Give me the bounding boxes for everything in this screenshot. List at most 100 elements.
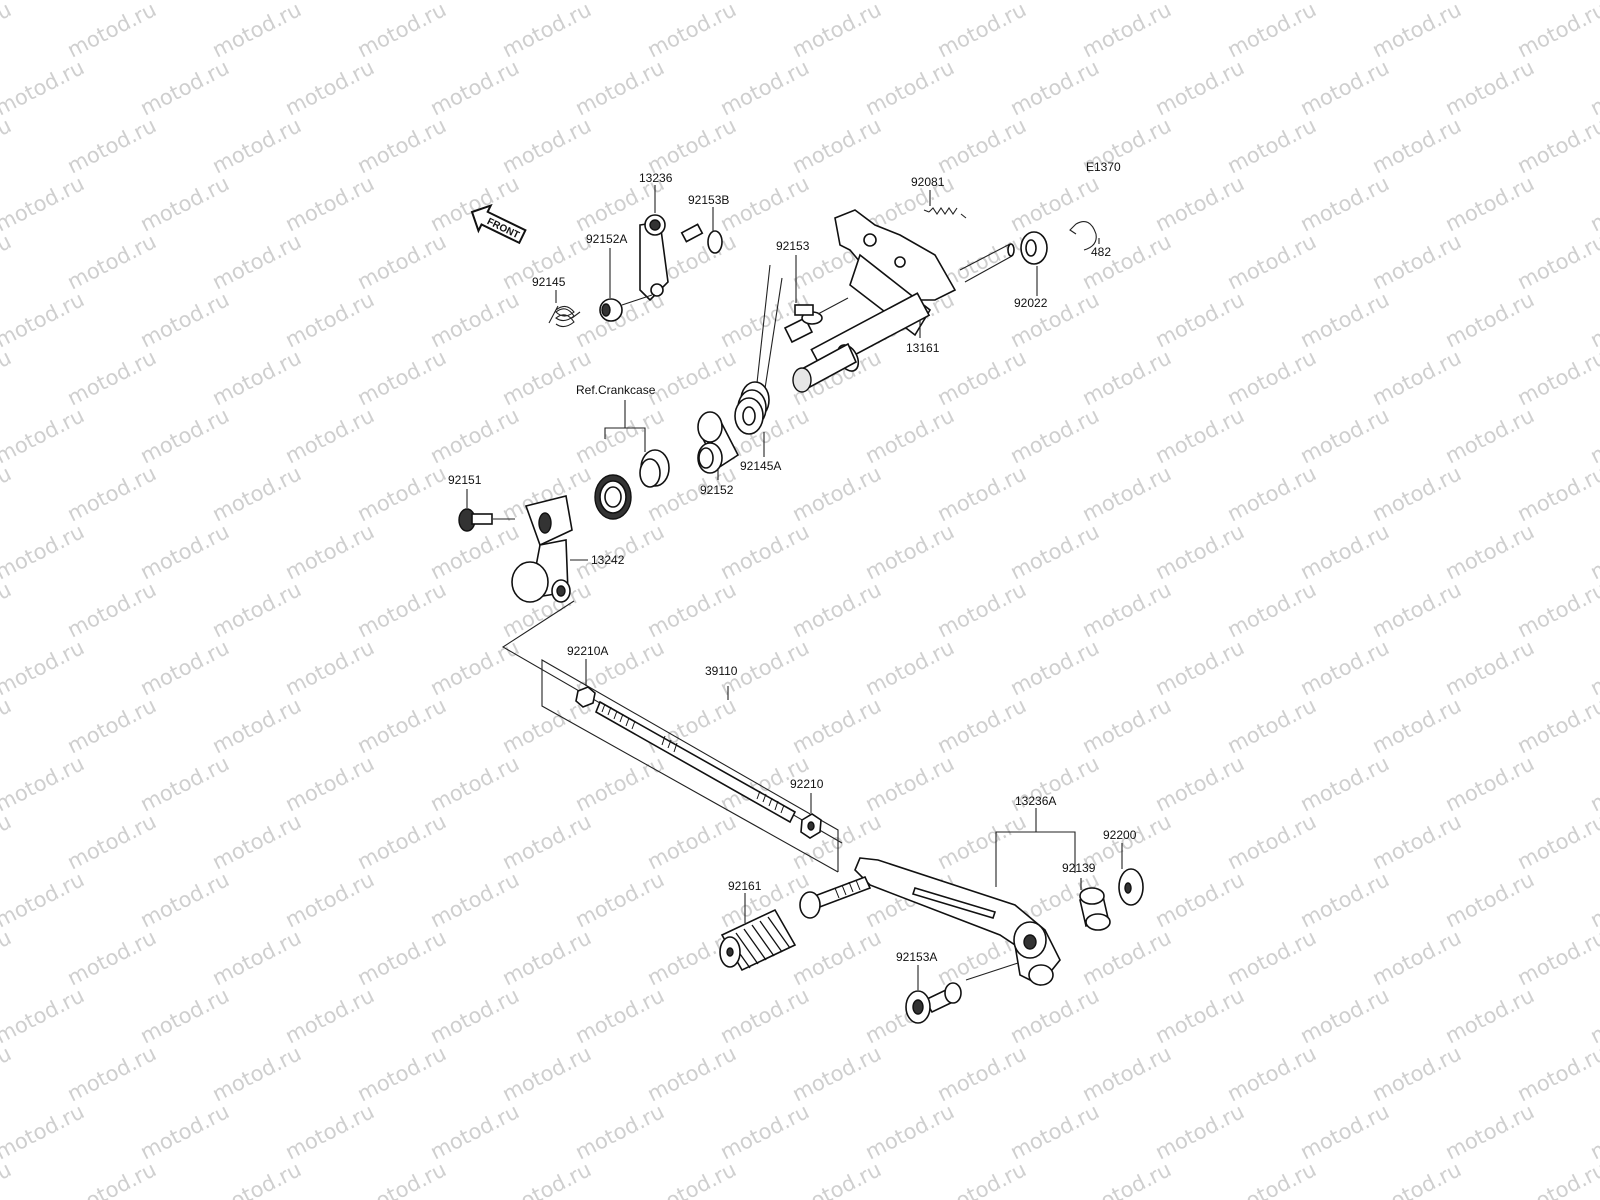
- watermark-text: motod.ru: [1513, 461, 1600, 526]
- watermark-text: motod.ru: [1586, 519, 1600, 584]
- watermark-text: motod.ru: [63, 577, 160, 642]
- watermark-text: motod.ru: [1368, 577, 1465, 642]
- label-92145: 92145: [532, 275, 566, 289]
- watermark-text: motod.ru: [208, 693, 305, 758]
- watermark-text: motod.ru: [0, 0, 15, 62]
- watermark-text: motod.ru: [1368, 925, 1465, 990]
- watermark-text: motod.ru: [0, 519, 88, 584]
- watermark-text: motod.ru: [1223, 693, 1320, 758]
- watermark-text: motod.ru: [933, 1041, 1030, 1106]
- watermark-text: motod.ru: [1296, 171, 1393, 236]
- watermark-text: motod.ru: [571, 1099, 668, 1164]
- watermark-text: motod.ru: [281, 519, 378, 584]
- watermark-text: motod.ru: [1223, 809, 1320, 874]
- watermark-text: motod.ru: [1006, 1099, 1103, 1164]
- bracket-39110: [541, 683, 839, 873]
- part-13161-shift-shaft: [792, 209, 1015, 393]
- part-92139-collar: [1079, 887, 1111, 931]
- watermark-text: motod.ru: [1368, 0, 1465, 62]
- watermark-text: motod.ru: [1513, 113, 1600, 178]
- watermark-text: motod.ru: [1441, 983, 1538, 1048]
- watermark-text: motod.ru: [281, 635, 378, 700]
- label-92152A: 92152A: [586, 232, 627, 246]
- watermark-text: motod.ru: [933, 0, 1030, 62]
- watermark-text: motod.ru: [136, 751, 233, 816]
- diagram-code: E1370: [1086, 160, 1121, 174]
- part-tie-rod: [594, 700, 797, 824]
- watermark-text: motod.ru: [281, 867, 378, 932]
- watermark-text: motod.ru: [933, 345, 1030, 410]
- watermark-text: motod.ru: [1078, 1157, 1175, 1200]
- watermark-text: motod.ru: [861, 519, 958, 584]
- watermark-text: motod.ru: [426, 55, 523, 120]
- watermark-text: motod.ru: [136, 1099, 233, 1164]
- bracket-39110-top: [541, 659, 839, 872]
- label-92152: 92152: [700, 483, 734, 497]
- label-92153: 92153: [776, 239, 810, 253]
- watermark-text: motod.ru: [1368, 809, 1465, 874]
- watermark-text: motod.ru: [0, 983, 88, 1048]
- watermark-text: motod.ru: [63, 0, 160, 62]
- watermark-text: motod.ru: [0, 345, 15, 410]
- watermark-text: motod.ru: [716, 287, 813, 352]
- part-482-circlip: [1069, 221, 1097, 251]
- watermark-text: motod.ru: [1006, 983, 1103, 1048]
- watermark-text: motod.ru: [788, 925, 885, 990]
- watermark-text: motod.ru: [136, 287, 233, 352]
- watermark-text: motod.ru: [1078, 345, 1175, 410]
- watermark-text: motod.ru: [1078, 229, 1175, 294]
- watermark-text: motod.ru: [933, 461, 1030, 526]
- watermark-text: motod.ru: [63, 1157, 160, 1200]
- part-92153B-bolt: [680, 223, 723, 254]
- part-13236A-shift-pedal: [854, 857, 1061, 987]
- watermark-text: motod.ru: [1441, 171, 1538, 236]
- part-92081-spring: [923, 207, 967, 219]
- watermark-text: motod.ru: [1368, 461, 1465, 526]
- watermark-text: motod.ru: [1368, 693, 1465, 758]
- watermark-text: motod.ru: [1151, 403, 1248, 468]
- watermark-text: motod.ru: [788, 1041, 885, 1106]
- part-13236-shift-arm: [639, 214, 669, 302]
- watermark-text: motod.ru: [0, 1041, 15, 1106]
- watermark-text: motod.ru: [716, 519, 813, 584]
- watermark-text: motod.ru: [0, 287, 88, 352]
- part-13242-gear-lever: [511, 495, 573, 603]
- watermark-text: motod.ru: [643, 345, 740, 410]
- watermark-text: motod.ru: [1151, 867, 1248, 932]
- part-92152A-collar: [599, 298, 623, 322]
- watermark-text: motod.ru: [498, 925, 595, 990]
- watermark-text: motod.ru: [1586, 287, 1600, 352]
- label-92153B: 92153B: [688, 193, 729, 207]
- watermark-text: motod.ru: [426, 867, 523, 932]
- label-92161: 92161: [728, 879, 762, 893]
- watermark-text: motod.ru: [208, 113, 305, 178]
- label-92139: 92139: [1062, 861, 1096, 875]
- watermark-text: motod.ru: [0, 693, 15, 758]
- watermark-text: motod.ru: [571, 55, 668, 120]
- watermark-text: motod.ru: [281, 751, 378, 816]
- watermark-text: motod.ru: [0, 635, 88, 700]
- watermark-text: motod.ru: [1296, 55, 1393, 120]
- watermark-text: motod.ru: [0, 925, 15, 990]
- watermark-text: motod.ru: [643, 0, 740, 62]
- watermark-text: motod.ru: [1441, 55, 1538, 120]
- watermark-text: motod.ru: [1078, 577, 1175, 642]
- watermark-text: motod.ru: [1586, 403, 1600, 468]
- watermark-text: motod.ru: [1006, 171, 1103, 236]
- watermark-text: motod.ru: [933, 1157, 1030, 1200]
- watermark-text: motod.ru: [1368, 1157, 1465, 1200]
- watermark-text: motod.ru: [0, 229, 15, 294]
- watermark-text: motod.ru: [1586, 171, 1600, 236]
- watermark-text: motod.ru: [1223, 577, 1320, 642]
- part-92145-spring: [548, 305, 581, 328]
- watermark-text: motod.ru: [1513, 577, 1600, 642]
- watermark-text: motod.ru: [571, 519, 668, 584]
- watermark-text: motod.ru: [63, 1041, 160, 1106]
- watermark-text: motod.ru: [1586, 1099, 1600, 1164]
- watermark-text: motod.ru: [0, 751, 88, 816]
- watermark-text: motod.ru: [861, 751, 958, 816]
- watermark-text: motod.ru: [208, 577, 305, 642]
- watermark-text: motod.ru: [1151, 287, 1248, 352]
- watermark-text: motod.ru: [1513, 345, 1600, 410]
- watermark-text: motod.ru: [208, 809, 305, 874]
